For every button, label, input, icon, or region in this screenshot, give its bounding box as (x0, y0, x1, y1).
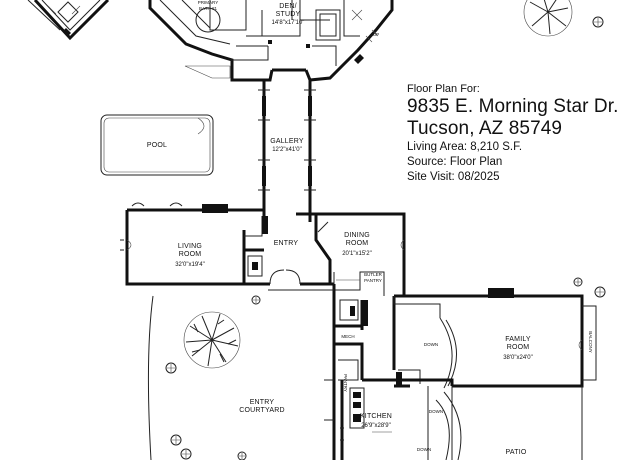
pantry-label: PANTRY (343, 374, 348, 392)
address-line-2: Tucson, AZ 85749 (407, 118, 563, 139)
site-visit: Site Visit: 08/2025 (407, 171, 500, 183)
kitchen-dims: 26'9"x28'9" (361, 423, 391, 429)
dining-room-label: DINING (344, 232, 370, 239)
tree-top-right (523, 0, 573, 37)
entry-courtyard-label: ENTRY (250, 399, 275, 406)
info-header: Floor Plan For: (407, 83, 480, 95)
shrub-8 (237, 451, 247, 460)
entry-courtyard (147, 289, 334, 460)
pool (100, 114, 214, 176)
family-room-label: FAMILY (505, 336, 531, 343)
living-room-label: LIVING (178, 243, 202, 250)
living-room-dims: 32'0"x19'4" (175, 262, 205, 268)
entry (244, 210, 334, 291)
pool-label: POOL (147, 142, 167, 149)
butler-pantry-label: BUTLER (364, 272, 383, 277)
kitchen-label: KITCHEN (360, 413, 392, 420)
down-label-3: DOWN (417, 447, 431, 452)
shrub-7 (251, 295, 261, 305)
primary-suite: UP (148, 0, 394, 82)
mech-label: MECH (341, 334, 354, 339)
den-study-label: DEN/ (279, 3, 297, 10)
patio (451, 386, 583, 460)
entry-label: ENTRY (274, 240, 299, 247)
primary-bath-label-2: BATH #1 (199, 6, 217, 11)
shrub-4 (592, 16, 604, 28)
source: Source: Floor Plan (407, 156, 503, 168)
entry-courtyard-label-2: COURTYARD (239, 407, 285, 414)
primary-bath-label: PRIMARY (198, 0, 218, 5)
gallery-dims: 12'2"x41'0" (272, 147, 302, 153)
shrub-1 (165, 362, 177, 374)
den-study-label-2: STUDY (276, 11, 301, 18)
gallery-label: GALLERY (270, 138, 304, 145)
shrub-5 (594, 286, 606, 298)
patio-label: PATIO (506, 449, 527, 456)
balcony-label: BALCONY (588, 331, 593, 353)
svg-text:UP: UP (373, 32, 379, 37)
shrub-6 (573, 277, 583, 287)
kitchen (340, 378, 462, 460)
floor-plan-info: Floor Plan For: 9835 E. Morning Star Dr.… (407, 82, 637, 185)
tree-large (183, 311, 241, 369)
dining-room-dims: 20'1"x15'2" (342, 251, 372, 257)
gallery (258, 80, 316, 210)
living-area: Living Area: 8,210 S.F. (407, 141, 523, 153)
upper-left-wing (27, 0, 110, 41)
den-study-dims: 14'8"x17'10" (272, 20, 305, 26)
family-room (392, 288, 597, 389)
address-line-1: 9835 E. Morning Star Dr. (407, 96, 619, 117)
down-label-2: DOWN (429, 409, 443, 414)
down-label-1: DOWN (424, 342, 438, 347)
mech-area (332, 284, 368, 460)
living-room (120, 202, 268, 286)
family-room-label-2: ROOM (507, 344, 530, 351)
shrub-2 (170, 434, 182, 446)
butler-pantry-label-2: PANTRY (364, 278, 382, 283)
family-room-dims: 38'0"x24'0" (503, 355, 533, 361)
dining-room-label-2: ROOM (346, 240, 369, 247)
shrub-3 (180, 448, 192, 460)
living-room-label-2: ROOM (179, 251, 202, 258)
